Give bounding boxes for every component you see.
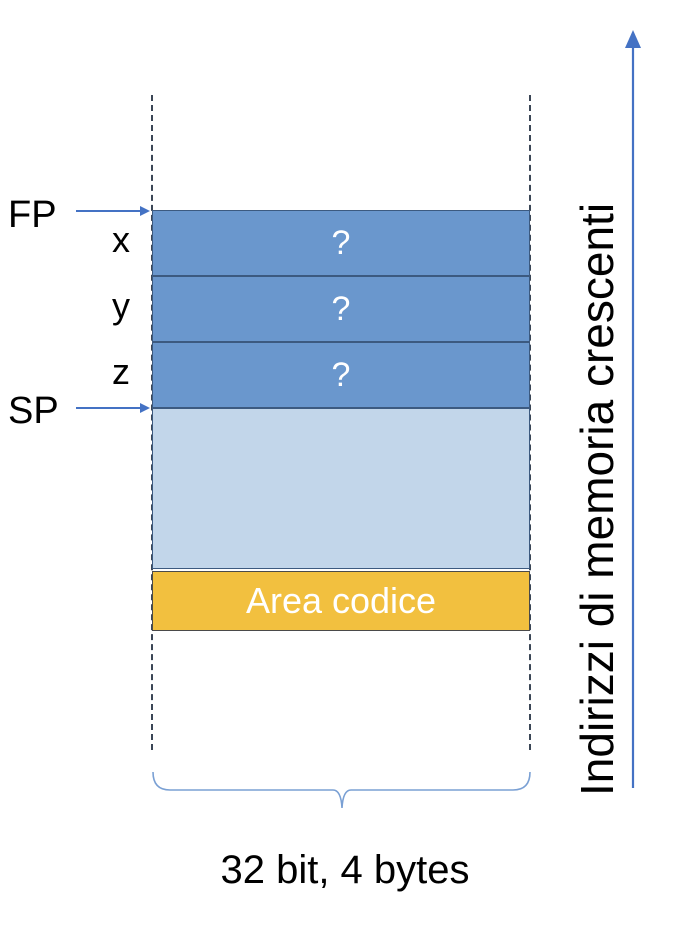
variable-label-y: y [112,285,130,326]
stack-cell-x: ? [152,210,530,276]
free-stack-area [152,408,530,569]
code-area: Area codice [152,571,530,631]
stack-cell-y: ? [152,276,530,342]
variable-label-z: z [112,351,130,392]
width-label: 32 bit, 4 bytes [220,848,470,892]
stack-pointer-label: SP [8,390,59,432]
width-brace [152,771,531,809]
cell-value-z: ? [331,355,351,394]
code-area-label: Area codice [245,580,437,621]
right-dashed-guide [529,95,531,750]
address-axis-arrowhead [625,30,641,48]
stack-cell-z: ? [152,342,530,408]
frame-pointer-label: FP [8,194,57,236]
variable-label-x: x [112,219,130,260]
cell-value-x: ? [331,223,351,262]
address-axis-label: Indirizzi di memoria crescenti [571,202,623,796]
cell-value-y: ? [331,289,351,328]
